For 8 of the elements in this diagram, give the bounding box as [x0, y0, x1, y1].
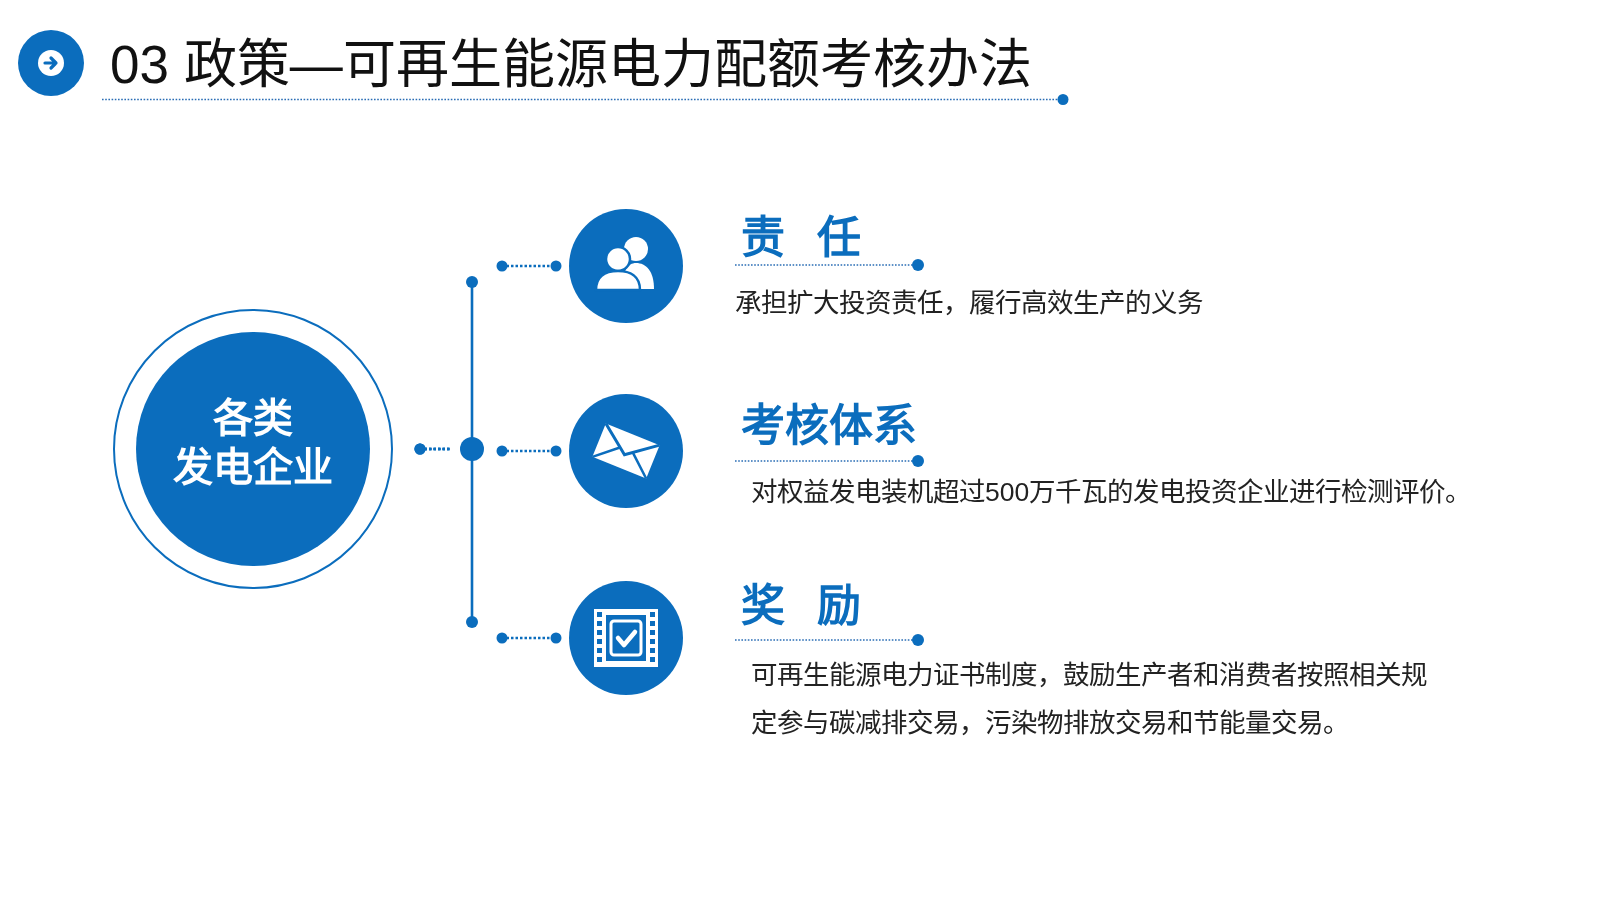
section-heading: 责 任 [741, 213, 862, 263]
node-label: 各类发电企业 [173, 395, 333, 491]
description-text: 承担扩大投资责任，履行高效生产的义务 [735, 287, 1204, 320]
slide-title: 03 政策—可再生能源电力配额考核办法 [110, 38, 1032, 92]
description-text: 对权益发电装机超过500万千瓦的发电投资企业进行检测评价。 [751, 476, 1473, 509]
description-text: 可再生能源电力证书制度，鼓励生产者和消费者按照相关规定参与碳减排交易，污染物排放交易和节能量交易。 [751, 659, 1428, 740]
section-heading: 奖 励 [741, 581, 862, 631]
section-heading: 考核体系 [741, 401, 917, 451]
